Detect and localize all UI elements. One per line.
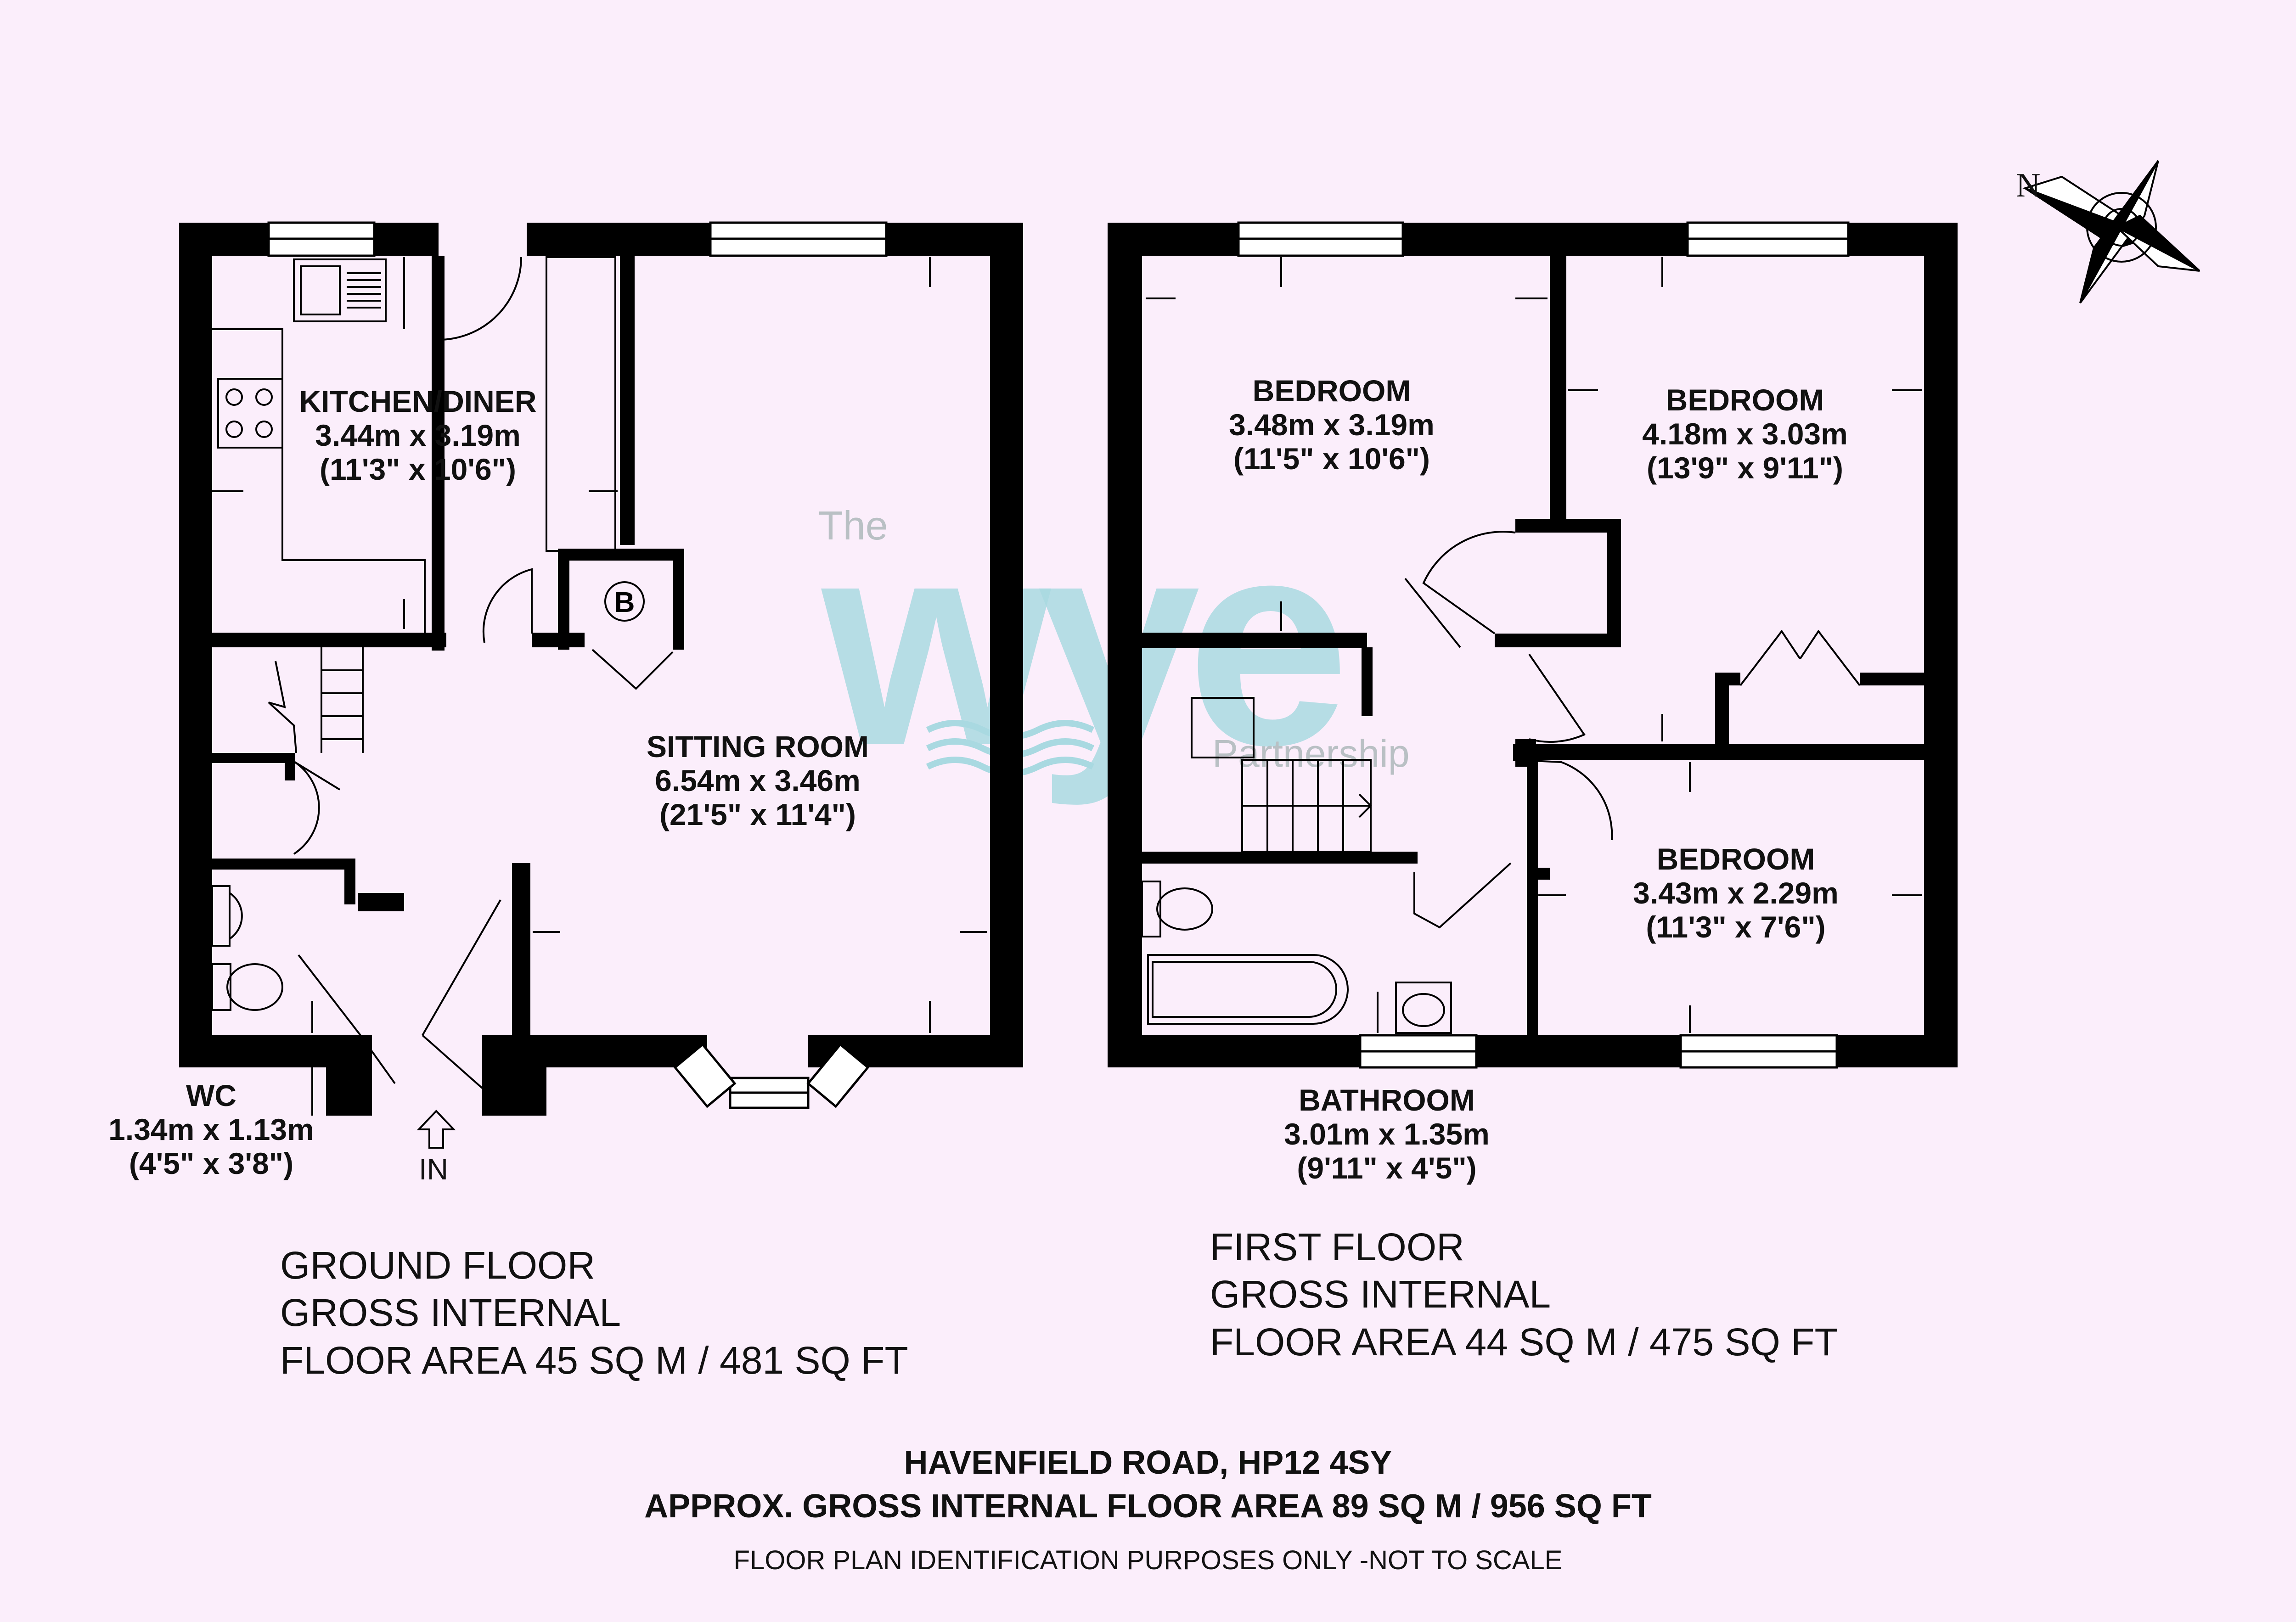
- bay-window-left: [673, 1043, 737, 1108]
- room-name: BATHROOM: [1299, 1083, 1475, 1117]
- washbasin-icon: [1395, 982, 1452, 1034]
- ground-floor-details: [211, 256, 987, 1149]
- dimension-arrows: [212, 257, 987, 1116]
- ground-floor-area: FLOOR AREA 45 SQ M / 481 SQ FT: [280, 1338, 908, 1382]
- kitchen-worktop: [212, 328, 426, 634]
- room-imperial: (11'3" x 7'6"): [1646, 909, 1826, 944]
- first-dimension-arrows: [1146, 257, 1922, 1033]
- room-label-sitting-room: SITTING ROOM 6.54m x 3.46m (21'5" x 11'4…: [611, 730, 905, 832]
- room-metric: 3.01m x 1.35m: [1284, 1117, 1490, 1151]
- watermark-the: The: [818, 503, 888, 548]
- room-label-bathroom: BATHROOM 3.01m x 1.35m (9'11" x 4'5"): [1240, 1083, 1534, 1185]
- room-name: BEDROOM: [1666, 383, 1824, 417]
- first-floor-plan: [1108, 221, 1958, 1069]
- boiler-label: B: [614, 587, 635, 618]
- room-metric: 6.54m x 3.46m: [655, 763, 861, 797]
- first-floor-area: FLOOR AREA 44 SQ M / 475 SQ FT: [1210, 1320, 1838, 1364]
- first-floor-details: [1141, 257, 1922, 1034]
- bathtub-icon: [1147, 954, 1349, 1025]
- watermark-partnership: Partnership: [1212, 732, 1410, 775]
- room-metric: 4.18m x 3.03m: [1642, 416, 1848, 451]
- first-floor-gross: GROSS INTERNAL: [1210, 1273, 1551, 1316]
- bath-toilet-icon: [1156, 887, 1213, 931]
- room-label-bedroom-2: BEDROOM 4.18m x 3.03m (13'9" x 9'11"): [1598, 383, 1892, 485]
- boiler-icon: [604, 581, 645, 622]
- compass-rose-icon: [2022, 160, 2200, 304]
- front-door-swing: [298, 899, 501, 1036]
- sink-icon: [293, 258, 387, 322]
- room-label-kitchen-diner: KITCHEN/DINER 3.44m x 3.19m (11'3" x 10'…: [276, 384, 560, 487]
- drainer-icon: [347, 272, 381, 309]
- room-name: BEDROOM: [1656, 842, 1815, 876]
- room-imperial: (9'11" x 4'5"): [1297, 1151, 1477, 1185]
- toilet-icon: [226, 963, 283, 1011]
- room-label-wc: WC 1.34m x 1.13m (4'5" x 3'8"): [101, 1078, 321, 1181]
- ground-floor-gross: GROSS INTERNAL: [280, 1291, 621, 1335]
- room-name: KITCHEN/DINER: [299, 384, 537, 418]
- ground-floor-windows: [267, 221, 888, 1109]
- bay-window-right: [806, 1043, 870, 1108]
- ground-staircase: [268, 647, 364, 753]
- room-imperial: (13'9" x 9'11"): [1647, 450, 1843, 485]
- room-label-bedroom-1: BEDROOM 3.48m x 3.19m (11'5" x 10'6"): [1185, 374, 1479, 476]
- compass-north-label: N: [2016, 167, 2041, 204]
- ground-floor-plan: B: [179, 221, 1023, 1149]
- room-metric: 3.43m x 2.29m: [1633, 876, 1839, 910]
- ground-floor-walls: [179, 223, 1023, 1116]
- first-floor-title: FIRST FLOOR: [1210, 1225, 1464, 1268]
- room-imperial: (21'5" x 11'4"): [659, 797, 856, 831]
- room-metric: 3.44m x 3.19m: [315, 418, 521, 452]
- footer-disclaimer: FLOOR PLAN IDENTIFICATION PURPOSES ONLY …: [733, 1545, 1563, 1575]
- footer-total-area: APPROX. GROSS INTERNAL FLOOR AREA 89 SQ …: [644, 1488, 1652, 1525]
- room-label-bedroom-3: BEDROOM 3.43m x 2.29m (11'3" x 7'6"): [1589, 842, 1883, 944]
- hob-icon: [217, 378, 283, 449]
- first-floor-windows: [1237, 221, 1850, 1069]
- room-name: SITTING ROOM: [647, 730, 869, 763]
- entry-label: IN: [419, 1153, 448, 1186]
- first-floor-walls: [1108, 223, 1958, 1067]
- kitchen-door-swing: [438, 257, 522, 341]
- entry-arrow-icon: [416, 1110, 456, 1149]
- footer-address: HAVENFIELD ROAD, HP12 4SY: [904, 1444, 1392, 1481]
- first-floor-area-block: FIRST FLOOR GROSS INTERNAL FLOOR AREA 44…: [1210, 1224, 1838, 1366]
- room-name: BEDROOM: [1252, 374, 1411, 408]
- room-name: WC: [186, 1078, 236, 1112]
- first-staircase: [1191, 697, 1372, 853]
- room-metric: 1.34m x 1.13m: [108, 1112, 314, 1146]
- wc-cistern-icon: [211, 963, 231, 1011]
- room-imperial: (4'5" x 3'8"): [129, 1146, 294, 1180]
- room-metric: 3.48m x 3.19m: [1229, 407, 1435, 442]
- room-imperial: (11'5" x 10'6"): [1233, 441, 1430, 476]
- ground-floor-title: GROUND FLOOR: [280, 1244, 596, 1287]
- ground-floor-area-block: GROUND FLOOR GROSS INTERNAL FLOOR AREA 4…: [280, 1242, 908, 1384]
- room-imperial: (11'3" x 10'6"): [320, 452, 516, 486]
- bath-wc-cistern-icon: [1141, 881, 1161, 937]
